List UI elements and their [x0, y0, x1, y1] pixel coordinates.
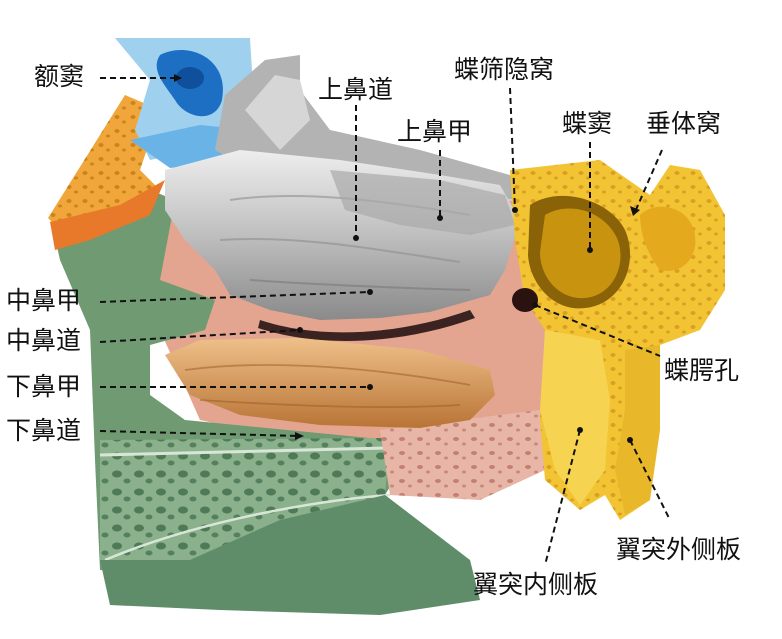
label-medial-pterygoid-plate: 翼突内侧板	[473, 570, 599, 599]
leader-arrowheads	[174, 74, 640, 443]
label-frontal-sinus: 额窦	[34, 62, 85, 91]
leader-lines	[99, 77, 671, 566]
label-inferior-meatus: 下鼻道	[6, 416, 82, 445]
label-superior-concha: 上鼻甲	[397, 117, 473, 146]
label-sphenoid-sinus: 蝶窦	[562, 109, 613, 138]
superior-concha	[330, 170, 515, 235]
label-hypophyseal-fossa: 垂体窝	[646, 109, 722, 138]
inferior-concha	[165, 338, 495, 428]
label-middle-concha: 中鼻甲	[6, 286, 82, 315]
middle-meatus-groove	[258, 310, 475, 341]
label-lateral-pterygoid-plate: 翼突外侧板	[616, 535, 742, 564]
oral-mucosa	[100, 495, 480, 615]
hypophyseal-fossa-shape	[640, 206, 696, 271]
label-sphenoethmoidal-recess: 蝶筛隐窝	[454, 55, 555, 84]
medial-pterygoid-plate-shape	[540, 330, 610, 505]
label-superior-meatus: 上鼻道	[318, 75, 394, 104]
label-middle-meatus: 中鼻道	[6, 326, 82, 355]
nasal-bone	[50, 180, 165, 250]
label-inferior-concha: 下鼻甲	[6, 372, 82, 401]
lateral-pterygoid-plate-shape	[615, 345, 660, 515]
label-sphenopalatine-foramen: 蝶腭孔	[664, 356, 740, 385]
sphenopalatine-foramen-hole	[512, 288, 538, 312]
